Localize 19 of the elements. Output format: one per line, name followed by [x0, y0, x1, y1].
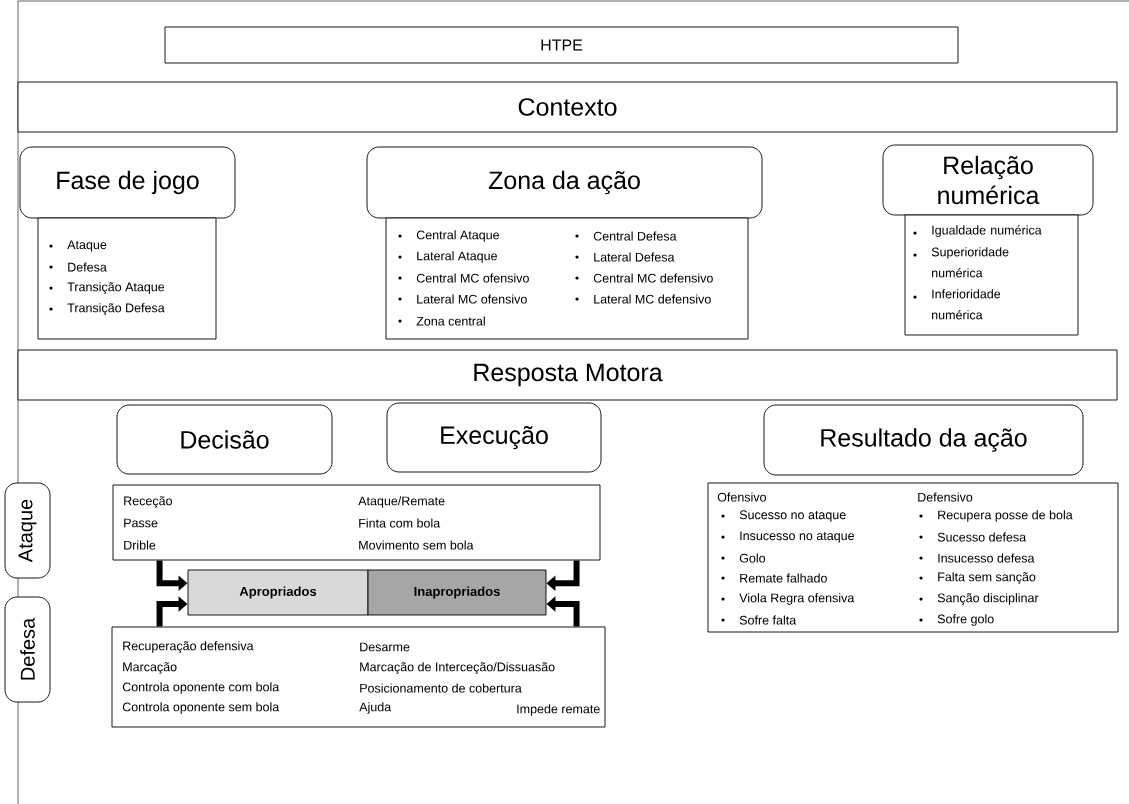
heading-box: Zona da ação: [366, 146, 763, 219]
list-box: Ataque Defesa Transição Ataque Transição Defesa: [37, 217, 217, 340]
section-band: Contexto: [17, 81, 1118, 133]
side-tab: Ataque: [4, 482, 51, 579]
list-box: Receção Passe Drible Ataque/Remate Finta com bola Movimento sem bola: [112, 484, 601, 561]
heading-box: Fase de jogo: [19, 146, 236, 219]
heading-box: Execução: [386, 402, 602, 473]
heading-box: Resultado da ação: [763, 404, 1084, 476]
section-band: Resposta Motora: [17, 349, 1118, 401]
category-box: Apropriados: [187, 569, 369, 616]
list-box: Ofensivo Sucesso no ataque Insucesso no ataque Golo Remate falhado Viola Regra ofensiva Sofre falta Defensivo Recupera posse de bola Sucesso defesa Insucesso defesa Falta sem sanção Sanção disciplinar Sofre golo: [707, 482, 1119, 633]
list-box: Recuperação defensiva Marcação Controla oponente com bola Controla oponente sem bola Desarme Marcação de Interceção/Dissuasão Posicionamento de cobertura Ajuda Impede remate: [111, 626, 606, 728]
heading-box: Relação numérica: [882, 144, 1094, 216]
heading-box: Decisão: [116, 404, 333, 475]
title-box: HTPE: [164, 26, 959, 64]
list-box: Central Ataque Lateral Ataque Central MC ofensivo Lateral MC ofensivo Zona central Central Defesa Lateral Defesa Central MC defensivo Lateral MC defensivo: [385, 217, 749, 340]
category-box: Inapropriados: [367, 569, 547, 616]
side-tab: Defesa: [4, 596, 51, 703]
list-box: Igualdade numérica Superioridade numérica Inferioridade numérica: [904, 214, 1079, 336]
